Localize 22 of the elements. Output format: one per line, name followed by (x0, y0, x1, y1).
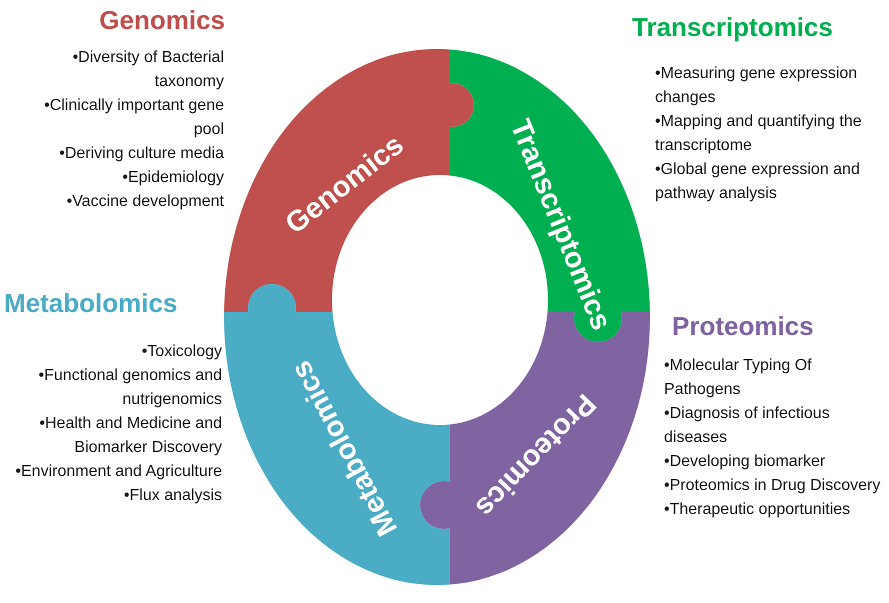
bullet-item: •Diagnosis of infectious diseases (664, 404, 831, 448)
bullet-item: •Measuring gene expression changes (655, 64, 858, 108)
bullet-item: •Vaccine development (66, 192, 224, 212)
section-heading: Proteomics (672, 310, 815, 342)
bullet-item: •Environment and Agriculture (14, 462, 222, 482)
section-heading: Metabolomics (4, 287, 178, 319)
section-heading: Genomics (98, 4, 225, 36)
bullet-item: •Clinically important gene pool (43, 96, 224, 140)
bullet-item: •Functional genomics and nutrigenomics (38, 366, 222, 410)
bullet-item: •Global gene expression and pathway analysis (655, 160, 861, 204)
bullet-item: •Diversity of Bacterial taxonomy (72, 48, 224, 92)
bullet-item: •Therapeutic opportunities (664, 500, 852, 520)
bullet-item: •Deriving culture media (58, 144, 224, 164)
bullet-item: •Toxicology (140, 342, 222, 362)
bullet-item: •Flux analysis (122, 486, 222, 506)
bullet-item: •Molecular Typing Of Pathogens (664, 356, 813, 400)
bullet-item: •Epidemiology (121, 168, 224, 188)
bullet-item: •Proteomics in Drug Discovery (664, 476, 882, 496)
section-heading: Transcriptomics (632, 11, 834, 43)
bullet-item: •Mapping and quantifying the transcriptome (655, 112, 863, 156)
bullet-item: •Developing biomarker (664, 452, 826, 472)
bullet-item: •Health and Medicine and Biomarker Discovery (38, 414, 222, 458)
